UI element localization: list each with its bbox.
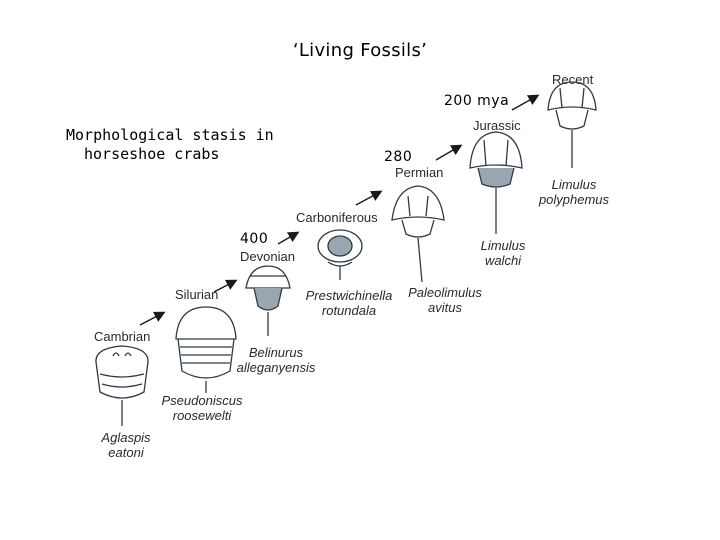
species-epithet: rotundala xyxy=(321,303,377,318)
species-label-aglaspis: Aglaspis eatoni xyxy=(96,430,156,460)
arrow-icon xyxy=(213,279,238,293)
species-epithet: walchi xyxy=(484,253,522,268)
period-label-devonian: Devonian xyxy=(240,249,295,264)
paleolimulus-fossil-icon xyxy=(391,185,445,283)
mya-label-280: 280 xyxy=(384,149,413,165)
period-label-permian: Permian xyxy=(395,165,444,180)
species-epithet: avitus xyxy=(428,300,462,315)
species-label-limulus-polyphemus: Limulus polyphemus xyxy=(534,177,614,207)
species-epithet: polyphemus xyxy=(538,192,610,207)
species-epithet: alleganyensis xyxy=(236,360,316,375)
arrow-icon xyxy=(511,94,540,111)
period-label-cambrian: Cambrian xyxy=(94,329,151,344)
caption-line-2: horseshoe crabs xyxy=(84,145,220,163)
period-label-jurassic: Jurassic xyxy=(473,118,521,133)
limulus-polyphemus-icon xyxy=(547,81,597,168)
caption-line-1: Morphological stasis in xyxy=(66,126,274,144)
belinurus-fossil-icon xyxy=(245,265,291,336)
aglaspis-fossil-icon xyxy=(95,345,149,426)
timeline-arrows xyxy=(139,94,540,326)
limulus-walchi-fossil-icon xyxy=(469,131,523,234)
page-title: ‘Living Fossils’ xyxy=(292,40,428,61)
prestwichinella-fossil-icon xyxy=(317,229,363,280)
species-genus: Belinurus xyxy=(248,345,304,360)
pseudoniscus-fossil-icon xyxy=(175,306,237,393)
species-label-belinurus: Belinurus alleganyensis xyxy=(226,345,326,375)
species-epithet: roosewelti xyxy=(172,408,232,423)
arrow-icon xyxy=(277,231,300,245)
mya-label-400: 400 xyxy=(240,231,269,247)
period-label-silurian: Silurian xyxy=(175,287,219,302)
period-label-carboniferous: Carboniferous xyxy=(296,210,378,225)
species-genus: Pseudoniscus xyxy=(161,393,243,408)
species-genus: Paleolimulus xyxy=(408,285,482,300)
species-genus: Aglaspis xyxy=(101,430,151,445)
species-label-paleolimulus: Paleolimulus avitus xyxy=(400,285,490,315)
species-genus: Prestwichinella xyxy=(305,288,393,303)
species-epithet: eatoni xyxy=(108,445,144,460)
species-genus: Limulus xyxy=(480,238,526,253)
arrow-icon xyxy=(355,190,383,206)
species-genus: Limulus xyxy=(551,177,597,192)
diagram-caption: Morphological stasis in horseshoe crabs xyxy=(66,126,274,164)
arrow-icon xyxy=(139,311,166,326)
arrow-icon xyxy=(435,144,463,161)
species-label-prestwichinella: Prestwichinella rotundala xyxy=(294,288,404,318)
mya-label-200: 200 mya xyxy=(444,93,510,109)
species-label-pseudoniscus: Pseudoniscus roosewelti xyxy=(152,393,252,423)
species-label-limulus-walchi: Limulus walchi xyxy=(468,238,538,268)
